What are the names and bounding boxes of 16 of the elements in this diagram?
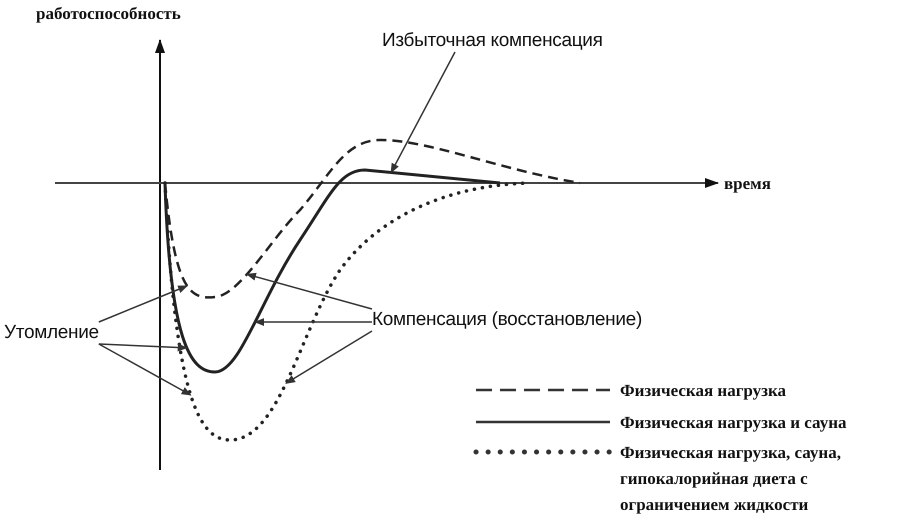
annotation-text: Избыточная компенсация [382, 30, 603, 52]
leader-arrow [254, 318, 372, 326]
axis-label: работоспособность [36, 4, 181, 24]
legend-text: Физическая нагрузка, сауна, гипокалорийная диета с ограничением жидкости [620, 442, 842, 516]
leader-arrow [98, 343, 192, 396]
annotation-text: Утомление [4, 322, 99, 344]
leader-arrow [285, 330, 372, 384]
dashed-curve [164, 138, 580, 299]
legend-text: Физическая нагрузка [620, 380, 788, 402]
axis-label: время [724, 174, 771, 194]
annotation-text: Компенсация (восстановление) [372, 309, 642, 331]
legend-text: Физическая нагрузка и сауна [620, 412, 848, 434]
leader-arrow [390, 52, 456, 174]
leader-arrow [246, 272, 372, 310]
leader-arrow [98, 285, 188, 323]
leader-arrow [98, 343, 188, 352]
